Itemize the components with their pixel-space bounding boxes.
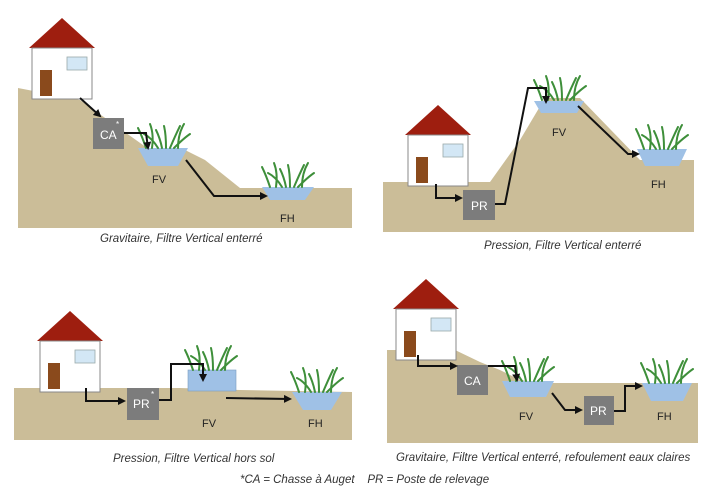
pipe-arrow [124, 132, 152, 150]
house-icon [392, 278, 460, 361]
fv-label: FV [519, 411, 534, 423]
caption-panel-2: Pression, Filtre Vertical enterré [484, 240, 642, 252]
horizontal-filter-basin [642, 383, 692, 401]
house-icon [28, 17, 96, 100]
horizontal-filter-basin [262, 187, 314, 200]
pipe-arrow [225, 394, 292, 403]
pipe-arrow [551, 392, 583, 414]
reed-plants-icon [290, 367, 344, 393]
chasse-auget-box [457, 365, 488, 395]
pr-label: PR [471, 199, 488, 213]
poste-relevage-box [584, 396, 614, 425]
fv-label: FV [202, 418, 217, 430]
pipe-arrow [577, 105, 640, 158]
house-icon [404, 104, 472, 187]
reed-plants-icon [635, 124, 689, 150]
panel-gravitaire-enterre: CA * FV FH [18, 17, 352, 228]
reed-plants-icon [261, 162, 315, 188]
pipe-arrow [435, 184, 463, 202]
poste-relevage-box [463, 190, 495, 220]
panel-pression-hors-sol: PR * FV FH [14, 310, 352, 440]
footnote: *CA = Chasse à Auget PR = Poste de relev… [240, 474, 490, 486]
pipe-arrow [159, 363, 207, 401]
reed-plants-icon [640, 358, 694, 384]
vertical-filter-above-ground [187, 369, 237, 392]
fv-label: FV [552, 127, 567, 139]
fv-label: FV [152, 174, 167, 186]
caption-panel-4: Gravitaire, Filtre Vertical enterré, ref… [396, 452, 691, 464]
ca-label: CA [100, 128, 117, 142]
fh-label: FH [651, 179, 666, 191]
pipe-arrow [79, 97, 102, 118]
ca-footnote-mark: * [116, 120, 119, 129]
pipe-arrow [185, 159, 268, 200]
horizontal-filter-basin [292, 392, 342, 410]
pipe-arrow [614, 382, 643, 412]
poste-relevage-box [127, 388, 159, 420]
vertical-filter-basin [534, 101, 584, 113]
pr-label: PR [133, 397, 150, 411]
reed-plants-icon [184, 345, 238, 371]
chasse-auget-box [93, 118, 124, 149]
reed-plants-icon [501, 356, 555, 382]
ca-label: CA [464, 374, 481, 388]
pipe-arrow [85, 388, 126, 405]
pipe-arrow [495, 87, 550, 205]
pr-label: PR [590, 404, 607, 418]
fh-label: FH [280, 213, 295, 225]
vertical-filter-basin [502, 381, 554, 397]
caption-panel-3: Pression, Filtre Vertical hors sol [113, 453, 275, 465]
vertical-filter-basin [138, 148, 188, 166]
fh-label: FH [308, 418, 323, 430]
pipe-arrow [488, 365, 521, 382]
ground-terrain [18, 88, 352, 228]
panel-gravitaire-refoulement: CA FV PR FH [387, 278, 698, 443]
horizontal-filter-basin [637, 149, 687, 166]
caption-panel-1: Gravitaire, Filtre Vertical enterré [100, 233, 263, 245]
panel-pression-enterre: PR FV FH [383, 75, 694, 232]
house-icon [36, 310, 104, 393]
pipe-arrow [417, 355, 458, 370]
pr-footnote-mark: * [151, 390, 154, 399]
fh-label: FH [657, 411, 672, 423]
